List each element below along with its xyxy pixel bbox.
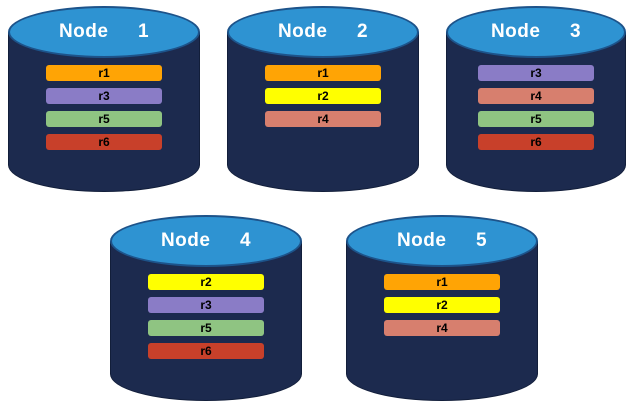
replica-label: r5: [98, 112, 110, 126]
node-1-cylinder: Node 1 r1 r3 r5 r6: [8, 6, 200, 192]
replica-label: r3: [200, 298, 212, 312]
replica-bar-r1: r1: [265, 65, 381, 81]
replica-bar-r6: r6: [46, 134, 162, 150]
replica-label: r5: [530, 112, 542, 126]
replica-label: r6: [98, 135, 110, 149]
node-title: Node 4: [160, 230, 252, 251]
replica-list: r3 r4 r5 r6: [478, 65, 594, 150]
cylinder-top: Node 1: [8, 6, 200, 58]
replica-label: r4: [530, 89, 542, 103]
replica-label: r1: [436, 275, 448, 289]
replica-bar-r4: r4: [384, 320, 500, 336]
replica-list: r1 r2 r4: [384, 274, 500, 336]
cylinder-top: Node 2: [227, 6, 419, 58]
replica-bar-r4: r4: [265, 111, 381, 127]
replica-bar-r2: r2: [265, 88, 381, 104]
replica-bar-r5: r5: [148, 320, 264, 336]
replica-label: r2: [317, 89, 329, 103]
replica-bar-r5: r5: [46, 111, 162, 127]
node-4-cylinder: Node 4 r2 r3 r5 r6: [110, 215, 302, 401]
replica-list: r1 r3 r5 r6: [46, 65, 162, 150]
replica-label: r4: [317, 112, 329, 126]
replica-bar-r2: r2: [384, 297, 500, 313]
cylinder-top: Node 5: [346, 215, 538, 267]
cylinder-top: Node 4: [110, 215, 302, 267]
replica-list: r2 r3 r5 r6: [148, 274, 264, 359]
replica-label: r2: [200, 275, 212, 289]
replica-bar-r3: r3: [148, 297, 264, 313]
replica-label: r1: [98, 66, 110, 80]
node-title: Node 3: [490, 21, 582, 42]
replica-bar-r6: r6: [148, 343, 264, 359]
replica-label: r3: [530, 66, 542, 80]
replica-bar-r1: r1: [46, 65, 162, 81]
node-5-cylinder: Node 5 r1 r2 r4: [346, 215, 538, 401]
node-title: Node 1: [58, 21, 150, 42]
replica-bar-r1: r1: [384, 274, 500, 290]
replica-label: r1: [317, 66, 329, 80]
replica-bar-r2: r2: [148, 274, 264, 290]
replica-label: r4: [436, 321, 448, 335]
replica-list: r1 r2 r4: [265, 65, 381, 127]
replica-label: r2: [436, 298, 448, 312]
node-3-cylinder: Node 3 r3 r4 r5 r6: [446, 6, 626, 192]
replica-bar-r3: r3: [46, 88, 162, 104]
replica-bar-r3: r3: [478, 65, 594, 81]
replica-bar-r4: r4: [478, 88, 594, 104]
node-title: Node 5: [396, 230, 488, 251]
replica-bar-r5: r5: [478, 111, 594, 127]
node-2-cylinder: Node 2 r1 r2 r4: [227, 6, 419, 192]
cylinder-top: Node 3: [446, 6, 626, 58]
replica-label: r5: [200, 321, 212, 335]
replica-label: r6: [200, 344, 212, 358]
replica-label: r6: [530, 135, 542, 149]
replica-label: r3: [98, 89, 110, 103]
node-title: Node 2: [277, 21, 369, 42]
replica-bar-r6: r6: [478, 134, 594, 150]
